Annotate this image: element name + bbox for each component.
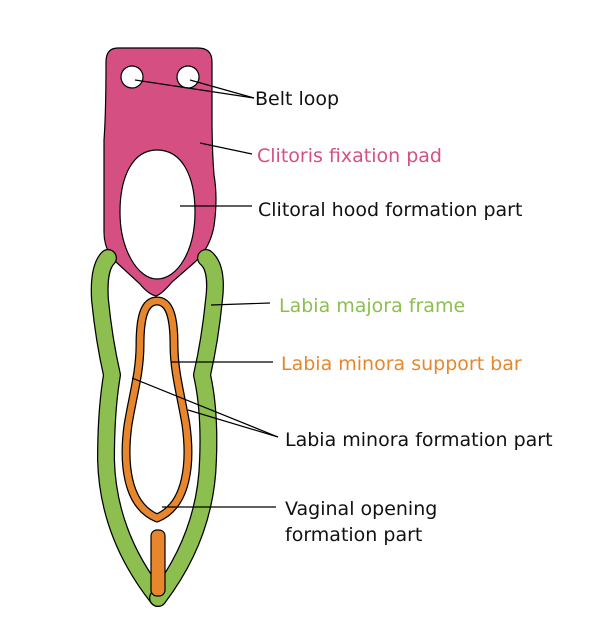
leader-belt-loop-right	[189, 79, 255, 99]
label-labia-majora-frame: Labia majora frame	[279, 295, 465, 317]
labia-majora-frame-left-fill	[91, 250, 166, 606]
leader-clitoris-fixation-pad	[199, 142, 253, 155]
clitoris-fixation-pad	[103, 47, 217, 297]
label-labia-minora-formation-part: Labia minora formation part	[285, 429, 553, 451]
belt-loop-right	[176, 65, 200, 89]
labia-minora-support-bar	[121, 296, 193, 523]
label-vaginal-opening-line1: Vaginal opening	[285, 498, 437, 520]
leader-lines	[131, 79, 279, 508]
belt-loop-left	[120, 65, 144, 89]
label-clitoral-hood-formation-part: Clitoral hood formation part	[258, 199, 522, 221]
leader-labia-majora-frame	[210, 302, 271, 306]
label-belt-loop: Belt loop	[255, 88, 339, 110]
label-clitoris-fixation-pad: Clitoris fixation pad	[257, 145, 442, 167]
label-vaginal-opening-line2: formation part	[285, 524, 422, 546]
label-labia-minora-support-bar: Labia minora support bar	[281, 353, 522, 375]
leader-labia-minora-left	[131, 377, 279, 438]
leader-labia-minora-right	[187, 409, 279, 438]
labia-majora-frame-right-fill	[150, 250, 223, 606]
support-bar-stem	[150, 529, 166, 597]
leader-belt-loop-left	[134, 79, 255, 99]
labia-minora-support-bar-fill	[122, 297, 192, 522]
